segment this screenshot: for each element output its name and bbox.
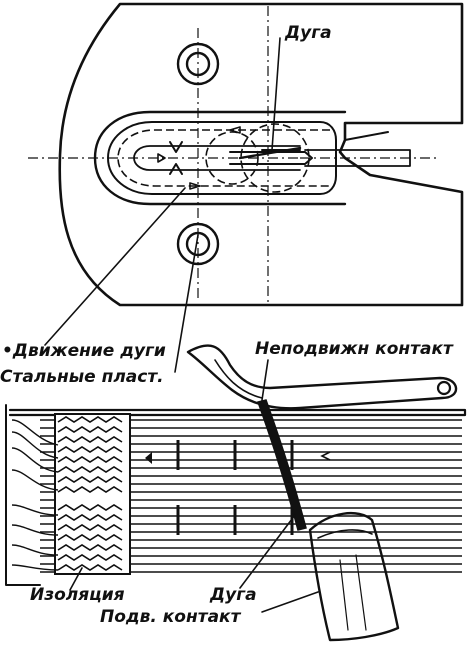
label-steel-plates: Стальные пласт. <box>0 367 164 387</box>
label-insulation: Изоляция <box>30 585 125 605</box>
bottom-view-leaders <box>69 359 319 613</box>
top-view-plate <box>28 2 464 307</box>
moving-contact <box>308 512 400 642</box>
label-arc-bottom: Дуга <box>209 585 257 605</box>
label-fixed-contact: Неподвижн контакт <box>255 339 454 359</box>
fixed-contact <box>186 344 458 410</box>
top-view-leaders <box>44 37 281 373</box>
label-arc-top: Дуга <box>284 23 332 43</box>
plate-stack <box>5 404 467 586</box>
label-arc-motion: •Движение дуги <box>2 341 166 361</box>
arc <box>257 399 307 531</box>
label-moving-contact: Подв. контакт <box>100 607 242 627</box>
